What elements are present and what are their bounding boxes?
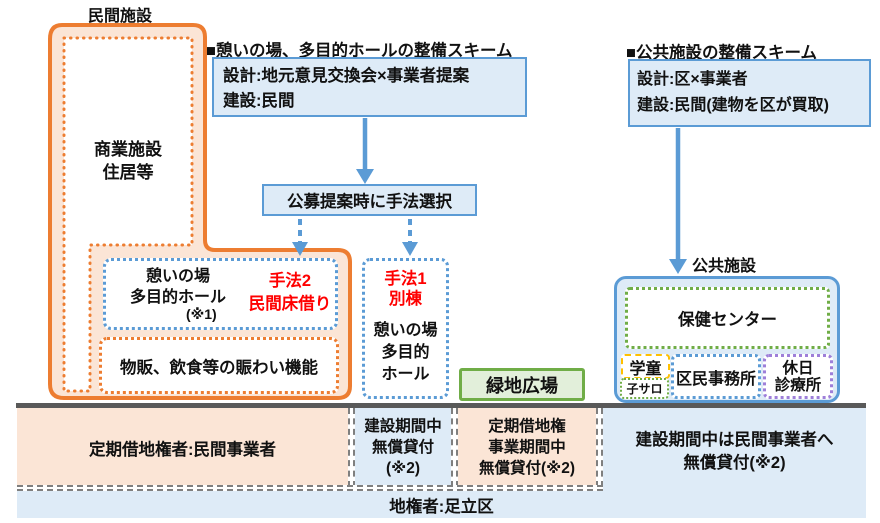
- method1-line3: ホール: [381, 366, 430, 383]
- owner-row-bg: [17, 491, 603, 518]
- commercial-line2: 住居等: [102, 163, 154, 182]
- band-horizontal-divider: [17, 485, 603, 491]
- section-c-line1: 定期借地権: [488, 418, 566, 435]
- design-line-right: 設計:区×事業者: [637, 71, 748, 88]
- ikoi-line1: 憩いの場: [145, 268, 210, 285]
- design-line-left: 設計:地元意見交換会×事業者提案: [223, 67, 470, 85]
- method2-dashed-arrow-icon: [292, 219, 308, 256]
- section-b-line1: 建設期間中: [364, 418, 442, 435]
- method1-detail: 別棟: [389, 290, 422, 308]
- method1-label: 手法1 別棟: [365, 269, 446, 309]
- owner-label: 地権者:足立区: [389, 497, 494, 516]
- fixed-term-lease-section: 定期借地権 事業期間中 無償貸付(※2): [458, 408, 596, 487]
- kumin-office-box: 区民事務所: [671, 354, 761, 399]
- commercial-residential-text: 商業施設 住居等: [86, 138, 170, 184]
- flow-arrow-right-icon: [669, 128, 687, 274]
- band-divider-3: [596, 408, 603, 487]
- section-b-line2: 無償貸付: [371, 439, 434, 456]
- kosaro-box: 子サロ: [620, 378, 669, 399]
- ikoi-hall-text: 憩いの場 多目的ホール: [112, 266, 244, 308]
- method1-dashed-arrow-icon: [402, 219, 418, 256]
- section-d-line1: 建設期間中は民間事業者へ: [635, 431, 834, 449]
- design-build-box-right: 設計:区×事業者 建設:民間(建物を区が買取): [628, 59, 871, 127]
- health-center-box: 保健センター: [625, 287, 830, 349]
- method1-hall-text: 憩いの場 多目的 ホール: [365, 320, 446, 386]
- band-divider-1: [348, 408, 355, 487]
- private-facility-label: 民間施設: [88, 8, 153, 25]
- section-c-line2: 事業期間中: [488, 439, 566, 456]
- green-plaza-box: 緑地広場: [459, 368, 585, 401]
- ikoi-note: (※1): [186, 306, 217, 322]
- ikoi-hall-box: 憩いの場 多目的ホール (※1) 手法2 民間床借り: [103, 258, 338, 330]
- public-facility-label: 公共施設: [692, 258, 757, 275]
- holiday-clinic-box: 休日 診療所: [763, 354, 833, 399]
- ikoi-line2: 多目的ホール: [129, 289, 226, 306]
- method2-label: 手法2 民間床借り: [244, 270, 336, 316]
- method1-title: 手法1: [384, 270, 427, 288]
- gakudo-box: 学童: [621, 354, 670, 379]
- ground-line: [16, 403, 866, 408]
- method1-line1: 憩いの場: [373, 322, 438, 339]
- free-lease-construction-section: 建設期間中 無償貸付 (※2): [355, 408, 451, 487]
- section-b-line3: (※2): [385, 460, 420, 477]
- free-lease-right-section: 建設期間中は民間事業者へ 無償貸付(※2): [603, 408, 866, 518]
- retail-box: 物販、飲食等の賑わい機能: [99, 337, 339, 394]
- scheme-right-header: ■公共施設の整備スキーム: [626, 44, 817, 62]
- method1-box: 手法1 別棟 憩いの場 多目的 ホール: [362, 258, 449, 399]
- land-lease-private-section: 定期借地権者:民間事業者: [17, 408, 348, 487]
- proposal-selection-box: 公募提案時に手法選択: [262, 184, 477, 216]
- method2-detail: 民間床借り: [248, 295, 332, 313]
- flow-arrow-left-icon: [356, 118, 374, 184]
- build-line-left: 建設:民間: [223, 92, 295, 110]
- holiday-line1: 休日: [782, 359, 814, 377]
- scheme-left-header: ■憩いの場、多目的ホールの整備スキーム: [206, 42, 513, 60]
- method2-title: 手法2: [268, 272, 312, 290]
- method1-line2: 多目的: [381, 344, 430, 361]
- commercial-line1: 商業施設: [94, 140, 162, 159]
- design-build-box-left: 設計:地元意見交換会×事業者提案 建設:民間: [212, 57, 527, 117]
- section-c-line3: 無償貸付(※2): [478, 460, 575, 477]
- section-d-line2: 無償貸付(※2): [683, 454, 786, 472]
- band-divider-2: [451, 408, 458, 487]
- holiday-line2: 診療所: [774, 376, 822, 394]
- build-line-right: 建設:民間(建物を区が買取): [637, 97, 829, 114]
